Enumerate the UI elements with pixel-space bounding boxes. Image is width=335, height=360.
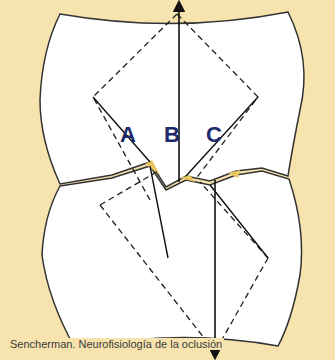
source-credit: Sencherman. Neurofisiología de la oclusi…	[8, 338, 224, 350]
force-arrow	[178, 6, 180, 182]
contact-area	[145, 160, 240, 182]
force-arrow	[214, 180, 216, 354]
force-line	[93, 97, 268, 258]
upper-tooth	[40, 12, 304, 187]
force-diagram	[93, 14, 268, 352]
point-label: B	[164, 122, 180, 148]
point-label: C	[206, 122, 222, 148]
lower-tooth	[42, 166, 302, 348]
point-label: A	[120, 122, 136, 148]
